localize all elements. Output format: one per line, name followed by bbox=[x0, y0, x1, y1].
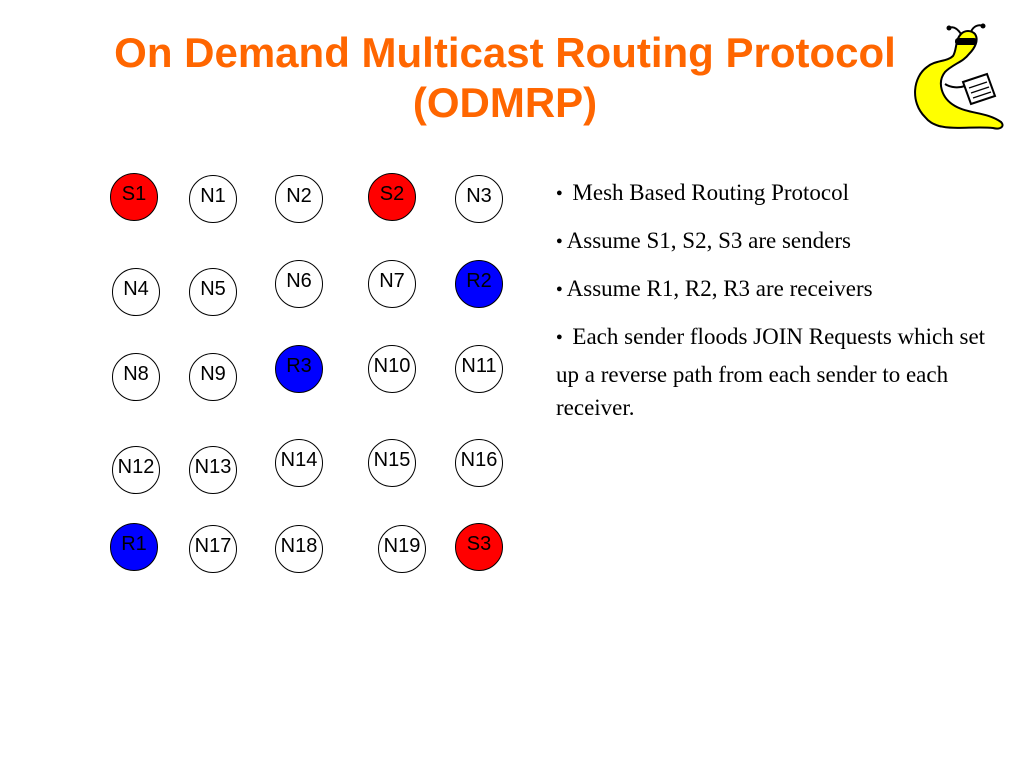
node-n19: N19 bbox=[378, 525, 426, 573]
node-n8: N8 bbox=[112, 353, 160, 401]
bullet-icon: ● bbox=[556, 283, 563, 295]
banana-slug-mascot-icon bbox=[914, 23, 1004, 130]
node-n5: N5 bbox=[189, 268, 237, 316]
node-n1: N1 bbox=[189, 175, 237, 223]
node-n13: N13 bbox=[189, 446, 237, 494]
node-r3: R3 bbox=[275, 345, 323, 393]
node-n3: N3 bbox=[455, 175, 503, 223]
bullet-item: ● Each sender floods JOIN Requests which… bbox=[556, 324, 986, 420]
node-n17: N17 bbox=[189, 525, 237, 573]
node-r1: R1 bbox=[110, 523, 158, 571]
node-n16: N16 bbox=[455, 439, 503, 487]
node-n18: N18 bbox=[275, 525, 323, 573]
bullet-icon: ● bbox=[556, 187, 563, 199]
node-n12: N12 bbox=[112, 446, 160, 494]
title-line-1: On Demand Multicast Routing Protocol bbox=[114, 29, 896, 76]
node-n15: N15 bbox=[368, 439, 416, 487]
bullet-item: ● Mesh Based Routing Protocol bbox=[556, 180, 850, 205]
node-n4: N4 bbox=[112, 268, 160, 316]
slide-title: On Demand Multicast Routing Protocol (OD… bbox=[40, 28, 970, 128]
bullet-icon: ● bbox=[556, 235, 563, 247]
bullet-item: ●Assume S1, S2, S3 are senders bbox=[556, 228, 851, 253]
node-n9: N9 bbox=[189, 353, 237, 401]
node-n6: N6 bbox=[275, 260, 323, 308]
node-n11: N11 bbox=[455, 345, 503, 393]
bullet-icon: ● bbox=[556, 331, 563, 343]
node-s1: S1 bbox=[110, 173, 158, 221]
node-s2: S2 bbox=[368, 173, 416, 221]
title-line-2: (ODMRP) bbox=[412, 79, 598, 126]
node-s3: S3 bbox=[455, 523, 503, 571]
bullet-list: ● Mesh Based Routing Protocol ●Assume S1… bbox=[556, 176, 996, 434]
node-n7: N7 bbox=[368, 260, 416, 308]
node-n2: N2 bbox=[275, 175, 323, 223]
bullet-item: ●Assume R1, R2, R3 are receivers bbox=[556, 276, 873, 301]
node-n14: N14 bbox=[275, 439, 323, 487]
node-r2: R2 bbox=[455, 260, 503, 308]
node-n10: N10 bbox=[368, 345, 416, 393]
